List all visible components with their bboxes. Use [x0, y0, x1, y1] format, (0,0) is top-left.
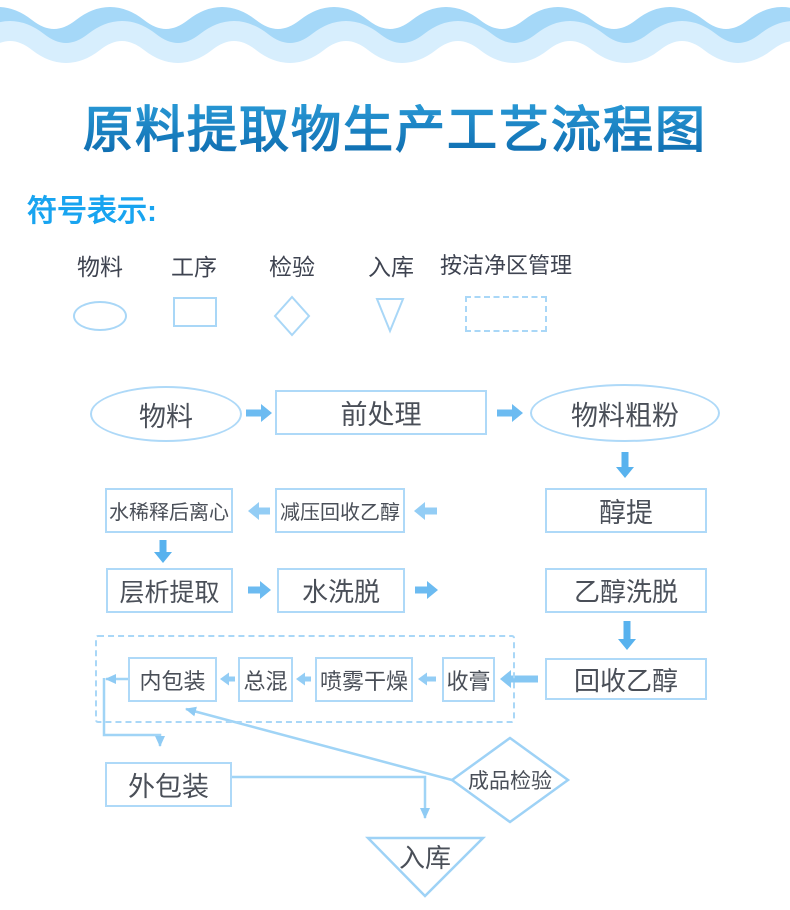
- node-alcohol-extraction: 醇提: [545, 488, 707, 533]
- connector-outer-packaging-to-warehousing: [232, 775, 430, 819]
- node-paste-collection-label: 收膏: [446, 668, 491, 694]
- node-ethanol-recovery: 回收乙醇: [545, 658, 707, 700]
- arrow-water-dilution-to-chromatography: [154, 540, 172, 563]
- node-inner-packaging-label: 内包装: [139, 668, 206, 694]
- node-inner-packaging: 内包装: [128, 657, 217, 702]
- legend-heading: 符号表示:: [27, 195, 157, 228]
- legend-diamond-shape: [273, 295, 311, 337]
- node-outer-packaging: 外包装: [105, 762, 232, 807]
- node-alcohol-extraction-label: 醇提: [599, 498, 653, 528]
- arrow-total-mixing-to-inner-packaging: [220, 672, 235, 686]
- clean-area-dashed-box: [95, 635, 515, 723]
- node-coarse-powder-label: 物料粗粉: [571, 400, 679, 431]
- arrow-coarse-powder-to-alcohol-extraction: [616, 452, 634, 478]
- arrow-pretreatment-to-coarse-powder: [497, 404, 523, 422]
- node-pretreatment-label: 前处理: [340, 400, 422, 430]
- legend-ellipse-shape: [73, 301, 127, 331]
- arrow-chromatography-to-water-elution: [248, 581, 271, 599]
- node-water-elution-label: 水洗脱: [301, 577, 380, 607]
- node-ethanol-elution-label: 乙醇洗脱: [573, 577, 678, 607]
- node-coarse-powder: 物料粗粉: [530, 384, 720, 442]
- node-chromatography: 层析提取: [106, 568, 233, 613]
- node-pretreatment: 前处理: [275, 390, 487, 435]
- arrow-vacuum-recovery-to-water-dilution: [248, 502, 270, 520]
- node-material-label: 物料: [139, 401, 193, 432]
- legend-dashed-rect-shape: [465, 296, 547, 332]
- arrow-spray-drying-to-total-mixing: [296, 672, 311, 686]
- legend-label-process: 工序: [171, 254, 217, 280]
- node-material: 物料: [90, 386, 242, 442]
- node-vacuum-recovery-label: 减压回收乙醇: [280, 502, 400, 524]
- arrow-ethanol-recovery-to-paste: [500, 670, 538, 688]
- node-vacuum-recovery: 减压回收乙醇: [275, 488, 405, 533]
- node-ethanol-recovery-label: 回收乙醇: [573, 665, 678, 696]
- node-outer-packaging-label: 外包装: [128, 772, 209, 802]
- node-chromatography-label: 层析提取: [119, 578, 220, 607]
- connector-inner-to-outer-packaging: [102, 678, 165, 747]
- legend-triangle-shape: [375, 298, 405, 334]
- node-spray-drying-label: 喷雾干燥: [319, 668, 408, 694]
- warehousing-triangle: [365, 836, 487, 898]
- arrow-alcohol-extraction-to-vacuum-recovery: [414, 502, 437, 520]
- legend-rect-shape: [173, 297, 217, 327]
- node-paste-collection: 收膏: [442, 657, 495, 702]
- arrow-paste-to-spray-drying: [418, 672, 436, 686]
- node-water-dilution-centrifuge: 水稀释后离心: [105, 488, 233, 533]
- node-water-dilution-label: 水稀释后离心: [109, 502, 229, 524]
- connector-inspection-to-inner-packaging: [185, 706, 453, 782]
- arrow-material-to-pretreatment: [246, 404, 272, 422]
- legend-label-inspection: 检验: [269, 254, 315, 280]
- page-title: 原料提取物生产工艺流程图: [0, 90, 790, 162]
- node-water-elution: 水洗脱: [277, 568, 405, 613]
- legend-label-material: 物料: [77, 254, 123, 280]
- node-spray-drying: 喷雾干燥: [315, 657, 413, 702]
- product-inspection-diamond: [449, 736, 571, 824]
- node-total-mixing-label: 总混: [243, 668, 288, 694]
- arrow-ethanol-elution-to-ethanol-recovery: [618, 621, 636, 650]
- node-ethanol-elution: 乙醇洗脱: [545, 568, 707, 613]
- node-warehousing-label: 入库: [398, 842, 451, 873]
- legend-label-clean-area: 按洁净区管理: [439, 253, 572, 278]
- arrow-water-elution-to-ethanol-elution: [415, 581, 438, 599]
- node-product-inspection-label: 成品检验: [468, 770, 552, 793]
- legend-label-warehousing: 入库: [368, 254, 414, 280]
- node-total-mixing: 总混: [238, 657, 293, 702]
